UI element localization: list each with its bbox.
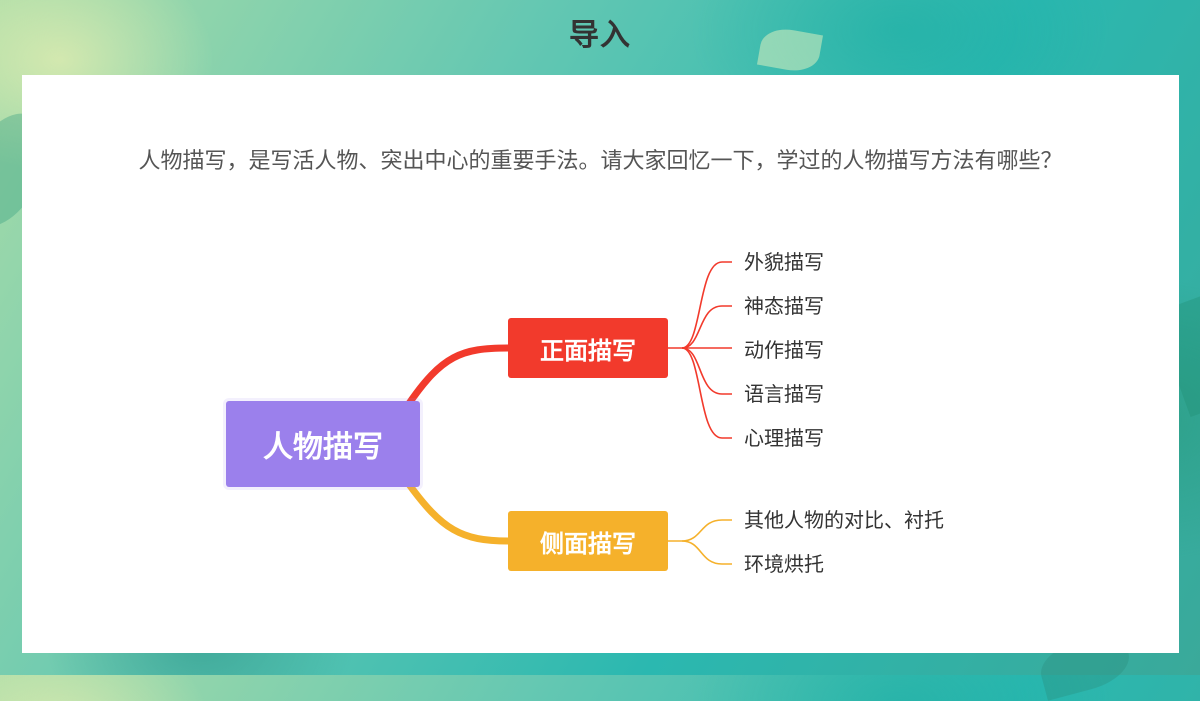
connector-side-leaf-2 bbox=[681, 540, 732, 565]
branch-side-description: 侧面描写 bbox=[508, 511, 668, 571]
connector-front-leaf-5 bbox=[681, 347, 732, 439]
content-card: 人物描写，是写活人物、突出中心的重要手法。请大家回忆一下，学过的人物描写方法有哪… bbox=[22, 75, 1179, 653]
leaf-language: 语言描写 bbox=[744, 382, 824, 406]
mindmap-root-node: 人物描写 bbox=[226, 401, 420, 487]
leaf-appearance: 外貌描写 bbox=[744, 250, 824, 274]
connector-root-front bbox=[404, 344, 512, 409]
connector-side-leaf-1 bbox=[668, 519, 732, 542]
leaf-psychology: 心理描写 bbox=[744, 426, 824, 450]
connector-front-leaf-4 bbox=[681, 347, 732, 395]
leaf-action: 动作描写 bbox=[744, 338, 824, 362]
connector-front-leaf-2 bbox=[681, 305, 732, 349]
connector-root-side bbox=[404, 479, 512, 545]
connector-front-leaf-1 bbox=[668, 261, 732, 349]
leaf-environment: 环境烘托 bbox=[744, 552, 824, 576]
mindmap-connectors bbox=[404, 261, 732, 565]
leaf-expression: 神态描写 bbox=[744, 294, 824, 318]
branch-front-description: 正面描写 bbox=[508, 318, 668, 378]
leaf-contrast: 其他人物的对比、衬托 bbox=[744, 508, 944, 532]
page-title: 导入 bbox=[569, 18, 631, 53]
intro-question: 人物描写，是写活人物、突出中心的重要手法。请大家回忆一下，学过的人物描写方法有哪… bbox=[138, 149, 1063, 174]
